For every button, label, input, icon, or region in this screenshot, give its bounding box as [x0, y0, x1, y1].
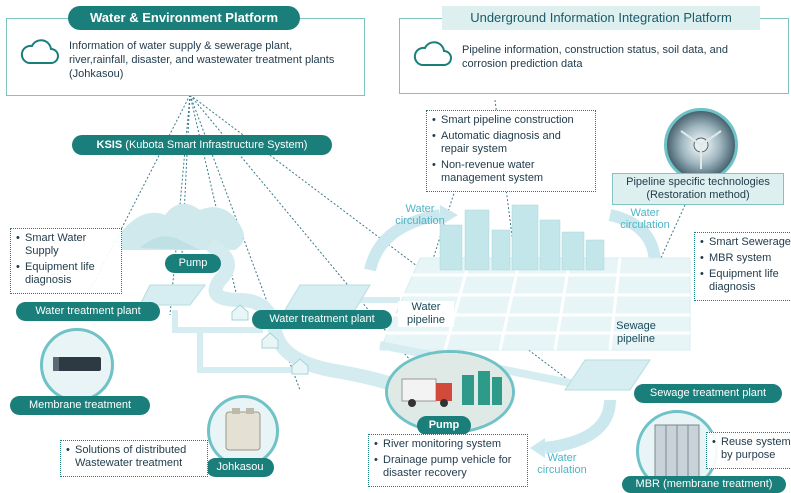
list-item: Drainage pump vehicle for disaster recov… [374, 454, 522, 480]
water-environment-platform-box: Information of water supply & sewerage p… [6, 18, 365, 96]
list-item: Automatic diagnosis and repair system [432, 130, 590, 156]
membrane-label: Membrane treatment [10, 396, 150, 415]
cloud-icon [20, 39, 59, 64]
list-item: Reuse system by purpose [712, 436, 791, 462]
list-item: Equipment life diagnosis [700, 268, 791, 294]
pipeline-tech-line1: Pipeline specific technologies [626, 176, 770, 188]
city-buildings [439, 204, 605, 271]
water-platform-description: Information of water supply & sewerage p… [69, 40, 335, 80]
water-circulation-3: Water circulation [537, 452, 587, 476]
mountains [115, 203, 244, 250]
pipeline-tech-line2: (Restoration method) [646, 189, 750, 201]
circulation-arrow-1 [364, 209, 442, 272]
treatment-plant-left [139, 284, 206, 306]
water-pipeline-label: Water pipeline [398, 301, 454, 327]
ksis-short: KSIS [96, 139, 123, 151]
list-item: Smart pipeline construction [432, 114, 590, 127]
circulation-arrow-3 [544, 399, 616, 454]
list-item: Non-revenue water management system [432, 159, 590, 185]
water-circulation-2: Water circulation [620, 207, 670, 231]
mbr-unit-icon [654, 424, 700, 478]
johkasou-image [207, 395, 279, 467]
houses [231, 304, 309, 375]
list-item: River monitoring system [374, 438, 522, 451]
pipeline-grid-lines [385, 257, 690, 351]
treatment-plant-center [284, 284, 371, 311]
list-item: MBR system [700, 252, 791, 265]
johkasou-label: Johkasou [206, 458, 274, 477]
sewage-pipeline-label: Sewage pipeline [616, 320, 656, 345]
distributed-wastewater-box: Solutions of distributed Wastewater trea… [60, 440, 208, 477]
list-item: Smart Sewerage [700, 236, 791, 249]
pipeline-robot-image [664, 108, 738, 182]
smart-pipeline-box: Smart pipeline construction Automatic di… [426, 110, 596, 192]
pipeline-tech-label: Pipeline specific technologies (Restorat… [612, 173, 784, 205]
underground-platform-box: Pipeline information, construction statu… [399, 18, 789, 94]
underground-platform-description: Pipeline information, construction statu… [462, 44, 728, 70]
underground-platform-title: Underground Information Integration Plat… [442, 6, 760, 30]
smart-sewerage-box: Smart Sewerage MBR system Equipment life… [694, 232, 791, 301]
water-plant-left-label: Water treatment plant [16, 302, 160, 321]
membrane-module-icon [53, 357, 101, 371]
mbr-label: MBR (membrane treatment) [622, 476, 786, 493]
membrane-image [40, 328, 114, 402]
list-item: Smart Water Supply [16, 232, 116, 258]
water-platform-title: Water & Environment Platform [68, 6, 300, 30]
ksis-label: KSIS (Kubota Smart Infrastructure System… [72, 135, 332, 155]
water-circulation-1: Water circulation [395, 203, 445, 227]
list-item: Equipment life diagnosis [16, 261, 116, 287]
list-item: Solutions of distributed Wastewater trea… [66, 444, 202, 470]
drainage-vehicle-icon [388, 353, 512, 431]
ksis-full: (Kubota Smart Infrastructure System) [125, 139, 308, 151]
sewage-plant-label: Sewage treatment plant [634, 384, 782, 403]
cloud-icon [413, 41, 452, 66]
water-plant-center-label: Water treatment plant [252, 310, 392, 329]
pump-lower-label: Pump [417, 416, 471, 435]
pipe-robot-icon [680, 130, 722, 169]
reuse-system-box: Reuse system by purpose [706, 432, 791, 469]
johkasou-tank-icon [225, 408, 261, 451]
pump-vehicle-image [385, 350, 515, 434]
sewage-plant-platform [564, 359, 651, 391]
pump-upper-label: Pump [165, 254, 221, 273]
smart-water-box: Smart Water Supply Equipment life diagno… [10, 228, 122, 294]
river-monitoring-box: River monitoring system Drainage pump ve… [368, 434, 528, 487]
